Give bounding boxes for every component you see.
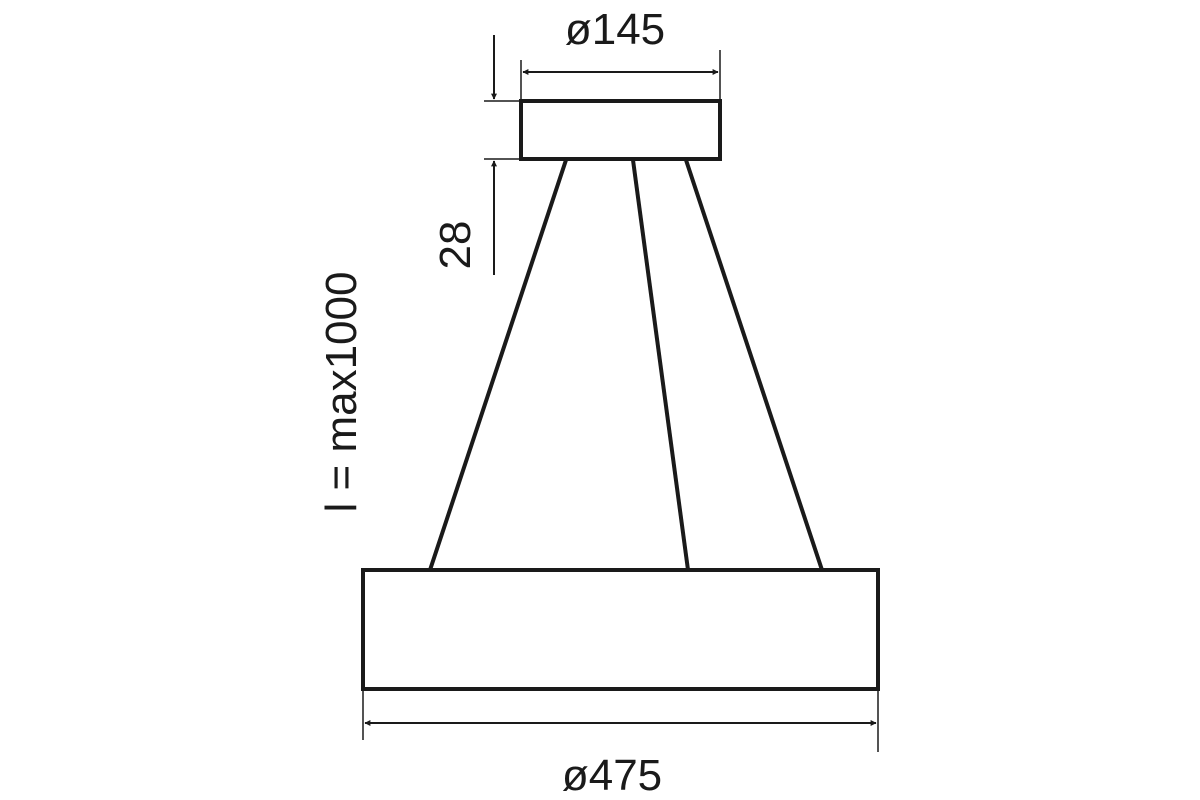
ring-diameter-label: ø475 xyxy=(562,751,662,800)
cable-left xyxy=(428,159,568,571)
canopy-height-label: 28 xyxy=(431,221,480,270)
cable-middle xyxy=(631,159,690,571)
canopy-diameter-label: ø145 xyxy=(565,5,665,54)
ring-body-outline xyxy=(361,568,880,691)
cable-right xyxy=(684,159,824,571)
canopy-outline xyxy=(519,99,722,161)
cable-length-label: l = max1000 xyxy=(317,272,366,513)
